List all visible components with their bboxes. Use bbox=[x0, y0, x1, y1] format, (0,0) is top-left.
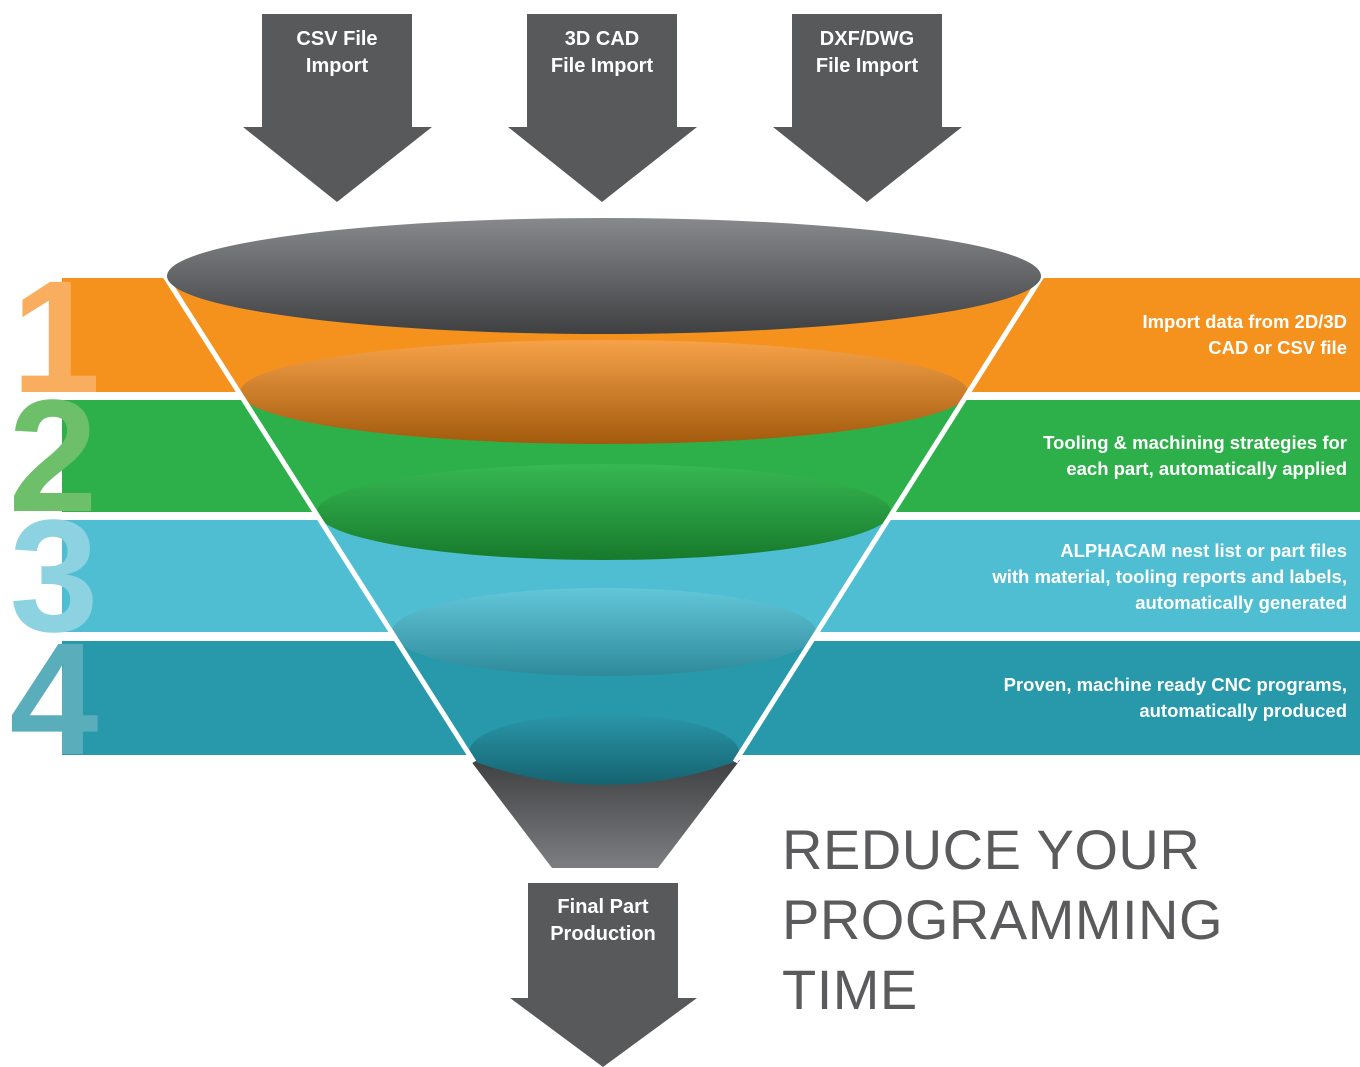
output-label-line1: Final Part bbox=[557, 896, 649, 918]
input-label-dxf: DXF/DWG File Import bbox=[792, 26, 942, 80]
output-arrow bbox=[510, 883, 697, 1067]
stage-text-1-line1: Import data from 2D/3D bbox=[1142, 311, 1347, 332]
stage-text-2: Tooling & machining strategies for each … bbox=[907, 430, 1347, 482]
funnel-body bbox=[162, 218, 1045, 868]
input-label-dxf-line1: DXF/DWG bbox=[819, 28, 915, 50]
stage-text-4-line1: Proven, machine ready CNC programs, bbox=[1003, 674, 1347, 695]
funnel-spout bbox=[470, 760, 740, 868]
stage-text-1-line2: CAD or CSV file bbox=[1208, 337, 1347, 358]
input-arrow-csv bbox=[243, 14, 432, 202]
input-label-csv: CSV File Import bbox=[262, 26, 412, 80]
stage-text-3: ALPHACAM nest list or part files with ma… bbox=[907, 538, 1347, 616]
stage-text-4: Proven, machine ready CNC programs, auto… bbox=[907, 672, 1347, 724]
stage-text-3-line1: ALPHACAM nest list or part files bbox=[1060, 540, 1347, 561]
funnel-layer-4 bbox=[469, 714, 739, 790]
funnel-rim bbox=[167, 218, 1041, 334]
input-label-dxf-line2: File Import bbox=[815, 55, 919, 77]
headline: REDUCE YOUR PROGRAMMING TIME bbox=[782, 815, 1223, 1025]
stage-text-2-line1: Tooling & machining strategies for bbox=[1043, 432, 1347, 453]
input-label-3dcad-line2: File Import bbox=[550, 55, 654, 77]
headline-line1: REDUCE YOUR bbox=[782, 818, 1201, 881]
funnel-layer-2 bbox=[317, 464, 891, 560]
headline-line3: TIME bbox=[782, 958, 918, 1021]
stage-text-4-line2: automatically produced bbox=[1139, 700, 1347, 721]
stage-numbers: 1 2 3 4 bbox=[9, 247, 101, 788]
input-arrows bbox=[243, 14, 962, 202]
input-label-csv-line2: Import bbox=[305, 55, 369, 77]
stage-text-3-line2: with material, tooling reports and label… bbox=[992, 566, 1347, 587]
stage-text-2-line2: each part, automatically applied bbox=[1066, 458, 1347, 479]
stage-number-2: 2 bbox=[9, 366, 98, 545]
funnel-layer-1 bbox=[240, 340, 968, 444]
stage-number-1: 1 bbox=[12, 247, 101, 426]
input-label-csv-line1: CSV File bbox=[296, 28, 378, 50]
input-arrow-3dcad bbox=[508, 14, 697, 202]
output-label-line2: Production bbox=[550, 923, 656, 945]
stage-number-4: 4 bbox=[10, 609, 99, 788]
input-arrow-dxf bbox=[773, 14, 962, 202]
funnel-layer-3 bbox=[392, 588, 816, 676]
input-label-3dcad-line1: 3D CAD bbox=[564, 28, 640, 50]
output-label: Final Part Production bbox=[528, 894, 678, 948]
stage-number-3: 3 bbox=[10, 486, 99, 665]
input-label-3dcad: 3D CAD File Import bbox=[527, 26, 677, 80]
stage-text-1: Import data from 2D/3D CAD or CSV file bbox=[907, 309, 1347, 361]
stage-text-3-line3: automatically generated bbox=[1135, 592, 1347, 613]
headline-line2: PROGRAMMING bbox=[782, 888, 1224, 951]
